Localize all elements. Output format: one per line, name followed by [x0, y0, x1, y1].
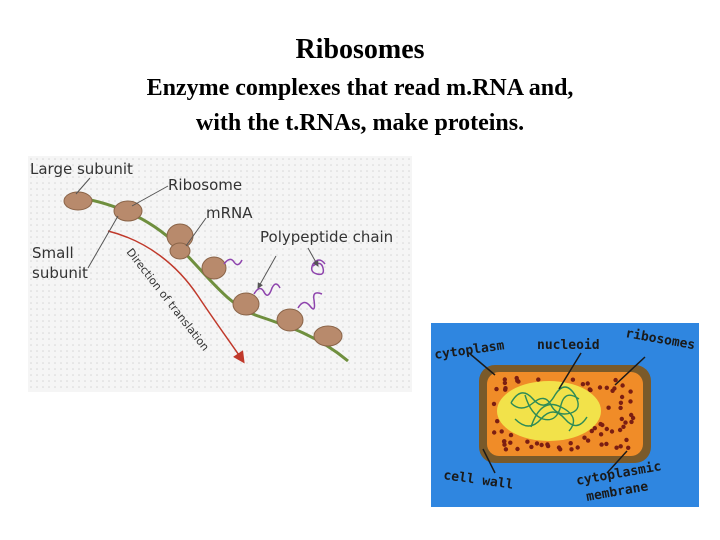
ribosome-dot	[599, 442, 604, 447]
ribosome-dot	[588, 387, 593, 393]
ribosome-dot	[589, 428, 594, 434]
ribosome-dot	[624, 437, 629, 443]
ribosome-dot	[529, 444, 534, 450]
ribosome-dot	[570, 377, 576, 382]
ribosomes	[63, 191, 343, 347]
ribosome-dot	[569, 447, 574, 452]
ribosome-dot	[621, 424, 626, 429]
ribosome-dot	[499, 429, 504, 434]
subtitle-line-1: Enzyme complexes that read m.RNA and,	[146, 75, 574, 101]
ribosome-dot	[610, 388, 615, 393]
ribosome-unit	[313, 325, 343, 347]
ribosome-translation-diagram: Large subunit Ribosome mRNA Polypeptide …	[28, 156, 412, 392]
ribosome-dot	[514, 375, 519, 381]
ribosome-dot	[618, 444, 623, 449]
ribosome-dot	[492, 430, 497, 435]
ribosome-unit	[169, 242, 191, 260]
ribosome-dot	[604, 426, 609, 432]
ribosome-dot	[508, 432, 514, 438]
ribosome-unit	[63, 191, 93, 211]
ribosome-dot	[580, 382, 586, 387]
ribosome-dot	[501, 439, 507, 444]
ribosome-dot	[575, 445, 580, 450]
ribosome-dots	[491, 375, 636, 452]
ribosome-dot	[626, 445, 631, 450]
ribosome-dot	[585, 381, 590, 386]
ribosome-dot	[503, 447, 509, 452]
ribosome-dot	[619, 394, 625, 400]
ribosome-dot	[545, 442, 550, 447]
ribosome-dot	[604, 385, 609, 390]
label-small: Small	[32, 244, 74, 262]
ribosome-dot	[613, 377, 618, 383]
ribosome-dot	[495, 419, 500, 424]
label-subunit: subunit	[32, 264, 88, 282]
ribosome-dot	[558, 447, 563, 452]
ribosome-dot	[629, 412, 634, 418]
ribosome-dot	[614, 445, 619, 450]
ribosome-dot	[536, 377, 541, 382]
ribosome-dot	[491, 401, 497, 407]
label-pointers	[75, 177, 319, 289]
ribosome-dot	[628, 389, 633, 394]
ribosome-dot	[617, 427, 623, 433]
ribosome-dot	[604, 441, 609, 447]
ribosome-dot	[598, 432, 604, 437]
ribosome-dot	[618, 400, 624, 405]
ribosome-unit	[232, 292, 260, 316]
ribosome-dot	[598, 421, 603, 427]
ribosome-dot	[539, 442, 544, 448]
ribosome-dot	[629, 419, 634, 425]
ribosome-dot	[620, 383, 625, 388]
ribosome-dot	[628, 399, 633, 404]
ribosome-dot	[502, 442, 507, 447]
ribosome-dot	[568, 441, 573, 446]
ribosome-dot	[525, 439, 530, 444]
ribosome-dot	[618, 405, 623, 411]
ribosome-dot	[494, 386, 499, 392]
label-mrna: mRNA	[206, 204, 253, 222]
ribosome-unit	[113, 200, 143, 222]
subtitle-line-2: with the t.RNAs, make proteins.	[195, 110, 525, 136]
ribosome-dot	[597, 385, 603, 390]
label-large-subunit: Large subunit	[30, 160, 133, 178]
bacterial-cell-diagram: cytoplasm nucleoid ribosomes cell wall c…	[431, 323, 699, 507]
ribosome-dot	[508, 440, 513, 445]
ribosome-dot	[623, 420, 628, 425]
ribosome-dot	[619, 416, 624, 422]
ribosome-dot	[606, 405, 611, 410]
ribosome-unit	[276, 308, 304, 332]
cell-pointers	[468, 352, 646, 474]
ribosome-dot	[609, 429, 615, 434]
direction-arrow	[107, 230, 245, 364]
ribosome-dot	[534, 441, 540, 446]
ribosome-dot	[503, 386, 508, 391]
ribosome-dot	[502, 380, 508, 386]
page-title: Ribosomes	[295, 34, 425, 65]
ribosome-dot	[582, 435, 587, 440]
dna-coils	[510, 386, 588, 432]
ribosome-dot	[515, 446, 520, 452]
label-nucleoid: nucleoid	[537, 338, 600, 353]
ribosome-dot	[502, 377, 507, 382]
ribosome-unit	[201, 256, 227, 280]
label-polypeptide-chain: Polypeptide chain	[260, 228, 393, 246]
ribosome-dot	[585, 438, 591, 443]
nucleoid-region	[497, 381, 601, 441]
label-ribosome: Ribosome	[168, 176, 242, 194]
ribosome-dot	[592, 426, 597, 431]
